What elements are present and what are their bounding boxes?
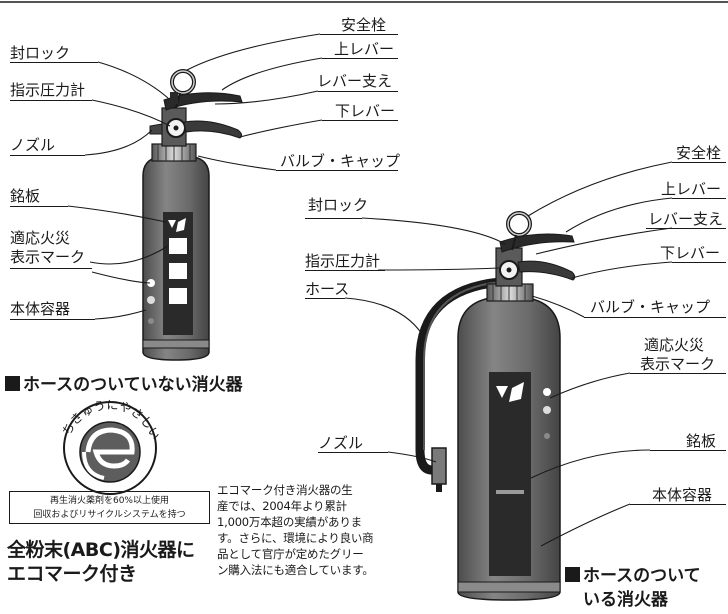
right-caption-text-1: ホースのついて bbox=[583, 566, 701, 586]
right-underline-nozzle bbox=[318, 452, 388, 453]
left-label-seal-lock: 封ロック bbox=[10, 44, 71, 62]
right-underline-valve-cap bbox=[584, 317, 726, 318]
right-body-base-ring bbox=[457, 581, 561, 593]
caption-square-icon bbox=[5, 376, 20, 391]
left-fire-mark-1 bbox=[169, 238, 187, 254]
right-label-nozzle: ノズル bbox=[318, 434, 364, 452]
left-underline-nameplate bbox=[10, 206, 68, 207]
eco-title-line1: 全粉末(ABC)消火器に bbox=[7, 539, 195, 561]
left-label-fire-mark-line2: 表示マーク bbox=[10, 248, 86, 266]
right-label-lower-lever: 下レバー bbox=[660, 244, 721, 262]
left-label-safety-pin: 安全栓 bbox=[341, 16, 387, 34]
right-label-panel bbox=[489, 372, 531, 576]
left-underline-lever-support bbox=[318, 91, 398, 92]
left-label-upper-lever: 上レバー bbox=[334, 40, 395, 58]
right-label-fire-mark-line2: 表示マーク bbox=[640, 355, 716, 373]
eco-mark-box: 再生消火薬剤を60%以上使用 回収およびリサイクルシステムを持つ bbox=[9, 491, 210, 524]
left-underline-body bbox=[10, 319, 95, 320]
description-line-1: エコマーク付き消火器の生 bbox=[217, 483, 353, 497]
description-line-5: 品として官庁が定めたグリー bbox=[217, 547, 364, 561]
caption-square-icon bbox=[565, 567, 580, 582]
right-label-seal-lock: 封ロック bbox=[308, 196, 369, 214]
eco-box-line1: 再生消火薬剤を60%以上使用 bbox=[49, 496, 169, 506]
left-upper-lever bbox=[163, 92, 243, 111]
right-label-nameplate: 銘板 bbox=[686, 432, 717, 450]
left-label-nameplate: 銘板 bbox=[10, 187, 41, 205]
right-label-fire-mark-line1: 適応火災 bbox=[644, 336, 705, 354]
right-leader-lines bbox=[344, 161, 673, 547]
left-underline-fire-mark bbox=[10, 268, 92, 269]
left-label-lower-lever: 下レバー bbox=[335, 102, 396, 120]
left-nozzle bbox=[149, 123, 163, 135]
right-panel-logo bbox=[496, 382, 524, 402]
left-fire-mark-3 bbox=[169, 288, 187, 304]
right-label-valve-cap: バルブ・キャップ bbox=[590, 298, 711, 316]
left-underline-valve-cap bbox=[276, 170, 398, 171]
left-body-dot-2 bbox=[147, 296, 155, 304]
left-label-lever-support: レバー支え bbox=[317, 72, 393, 90]
left-underline-upper-lever bbox=[322, 58, 398, 59]
right-caption-line1: ホースのついて bbox=[565, 565, 701, 587]
left-extinguisher-figure bbox=[67, 33, 323, 361]
right-underline-lever-support bbox=[646, 228, 726, 229]
right-underline-nameplate bbox=[650, 450, 726, 451]
left-underline-safety-pin bbox=[320, 34, 398, 35]
right-underline-body bbox=[630, 504, 726, 505]
eco-title: 全粉末(ABC)消火器に エコマーク付き bbox=[7, 538, 195, 586]
left-lower-lever bbox=[183, 120, 243, 139]
right-label-safety-pin: 安全栓 bbox=[676, 144, 722, 162]
right-underline-lower-lever bbox=[672, 262, 726, 263]
left-body-dot-3 bbox=[148, 318, 154, 324]
right-label-upper-lever: 上レバー bbox=[661, 180, 722, 198]
right-underline-pressure-gauge bbox=[305, 270, 385, 271]
left-label-pressure-gauge: 指示圧力計 bbox=[10, 81, 86, 99]
left-body-dot-1 bbox=[147, 279, 155, 287]
eco-description: エコマーク付き消火器の生 産では、2004年より累計 1,000万本超の実績があ… bbox=[217, 482, 427, 578]
eco-arc-text: ちきゅうにやさしい bbox=[60, 398, 163, 442]
description-line-6: ン購入法にも適合しています。 bbox=[217, 563, 374, 577]
right-panel-stripe bbox=[496, 490, 524, 494]
right-underline-fire-mark bbox=[630, 373, 726, 374]
left-label-body: 本体容器 bbox=[10, 300, 71, 318]
right-caption-line2: いる消火器 bbox=[583, 590, 668, 610]
left-panel-logo bbox=[168, 218, 186, 232]
eco-mark-figure bbox=[63, 401, 157, 495]
left-fire-mark-2 bbox=[169, 263, 187, 279]
right-extinguisher-figure bbox=[344, 161, 673, 601]
left-caption-text: ホースのついていない消火器 bbox=[23, 375, 243, 395]
right-body-dot-2 bbox=[543, 406, 551, 414]
eco-title-line2: エコマーク付き bbox=[7, 563, 137, 585]
right-label-lever-support: レバー支え bbox=[648, 210, 724, 228]
eco-e-shape bbox=[85, 427, 135, 469]
left-label-nozzle: ノズル bbox=[10, 136, 56, 154]
right-body-dot-1 bbox=[543, 388, 551, 396]
right-underline-safety-pin bbox=[672, 162, 726, 163]
right-underline-hose bbox=[305, 298, 345, 299]
left-underline-pressure-gauge bbox=[10, 100, 92, 101]
right-underline-seal-lock bbox=[305, 218, 362, 219]
description-line-3: 1,000万本超の実績がありま bbox=[217, 515, 362, 529]
right-body-dot-3 bbox=[544, 433, 550, 439]
left-underline-nozzle bbox=[10, 155, 85, 156]
left-underline-seal-lock bbox=[10, 62, 98, 63]
right-label-hose: ホース bbox=[305, 280, 350, 298]
left-body-base-ring bbox=[142, 339, 210, 349]
description-line-2: 産では、2004年より累計 bbox=[217, 499, 347, 513]
left-underline-lower-lever bbox=[322, 120, 398, 121]
description-line-4: す。さらに、環境により良い商 bbox=[217, 531, 374, 545]
right-label-body: 本体容器 bbox=[652, 486, 713, 504]
right-underline-upper-lever bbox=[672, 198, 726, 199]
eco-box-line2: 回収およびリサイクルシステムを持つ bbox=[33, 510, 186, 520]
left-caption: ホースのついていない消火器 bbox=[5, 374, 243, 396]
left-leader-lines bbox=[67, 33, 323, 320]
left-label-valve-cap: バルブ・キャップ bbox=[280, 152, 401, 170]
left-label-fire-mark-line1: 適応火災 bbox=[10, 229, 71, 247]
right-label-pressure-gauge: 指示圧力計 bbox=[305, 252, 381, 270]
